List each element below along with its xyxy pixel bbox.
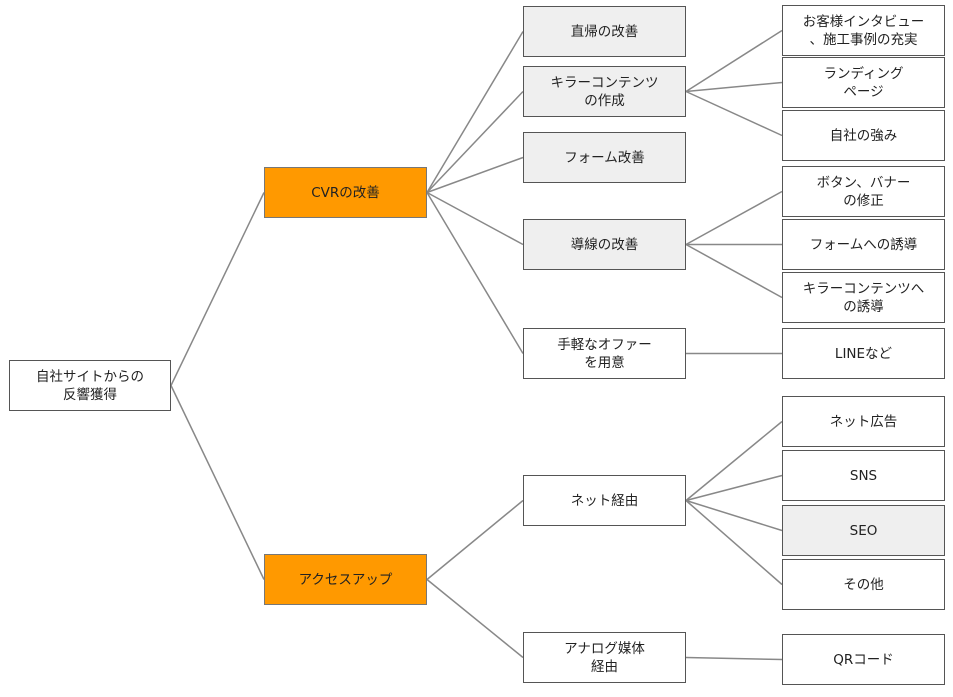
leaf-other: その他: [782, 559, 945, 610]
node-bounce: 直帰の改善: [523, 6, 686, 57]
leaf-sns: SNS: [782, 450, 945, 501]
node-easy-offer: 手軽なオファー を用意: [523, 328, 686, 379]
connector-n-b0-1-to-n-b0-1-1: [685, 81, 783, 93]
connector-n-b1-0-to-n-b1-0-3: [685, 499, 783, 586]
connector-n-b0-3-to-n-b0-3-0: [685, 190, 783, 246]
connector-n-root-to-n-b1: [170, 385, 265, 580]
node-flow-improve: 導線の改善: [523, 219, 686, 270]
connector-n-b0-to-n-b0-2: [426, 156, 524, 194]
leaf-strengths: 自社の強み: [782, 110, 945, 161]
leaf-button-banner: ボタン、バナー の修正: [782, 166, 945, 217]
leaf-line: LINEなど: [782, 328, 945, 379]
leaf-qr: QRコード: [782, 634, 945, 685]
connector-n-b0-1-to-n-b0-1-2: [685, 90, 783, 137]
node-form-improve: フォーム改善: [523, 132, 686, 183]
leaf-form-guide: フォームへの誘導: [782, 219, 945, 270]
connector-n-b0-to-n-b0-1: [426, 90, 524, 194]
leaf-net-ads: ネット広告: [782, 396, 945, 447]
connector-n-b1-to-n-b1-1: [426, 578, 524, 659]
connector-n-b0-to-n-b0-4: [426, 192, 524, 354]
leaf-seo: SEO: [782, 505, 945, 556]
branch-node-access: アクセスアップ: [264, 554, 427, 605]
node-net: ネット経由: [523, 475, 686, 526]
connector-n-b1-to-n-b1-0: [426, 499, 524, 581]
connector-n-root-to-n-b0: [170, 192, 265, 386]
node-killer-content: キラーコンテンツ の作成: [523, 66, 686, 117]
leaf-landing-page: ランディング ページ: [782, 57, 945, 108]
connector-n-b0-to-n-b0-3: [426, 191, 524, 246]
connector-n-b1-0-to-n-b1-0-0: [685, 420, 783, 502]
connector-n-b0-3-to-n-b0-3-2: [685, 243, 783, 299]
connector-n-b0-to-n-b0-0: [426, 31, 524, 193]
node-analog: アナログ媒体 経由: [523, 632, 686, 683]
connector-n-b1-0-to-n-b1-0-2: [685, 499, 783, 532]
leaf-interview: お客様インタビュー 、施工事例の充実: [782, 5, 945, 56]
connector-n-b0-1-to-n-b0-1-0: [685, 29, 783, 93]
leaf-killer-guide: キラーコンテンツへ の誘導: [782, 272, 945, 323]
branch-node-cvr: CVRの改善: [264, 167, 427, 218]
connector-n-b1-0-to-n-b1-0-1: [685, 474, 783, 502]
connector-n-b1-1-to-n-b1-1-0: [685, 656, 783, 661]
root-node: 自社サイトからの 反響獲得: [9, 360, 171, 411]
